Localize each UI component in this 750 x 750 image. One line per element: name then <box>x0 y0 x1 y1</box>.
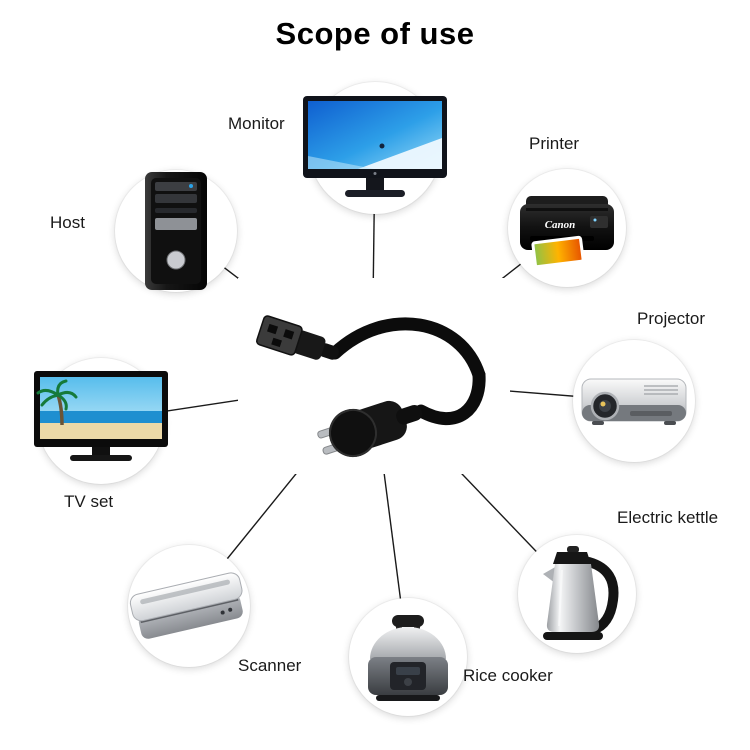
host-photo <box>115 170 237 292</box>
host-icon <box>145 172 207 290</box>
c13-connector-icon <box>256 315 339 360</box>
monitor-icon <box>303 96 447 197</box>
rice-cooker-photo <box>349 598 467 716</box>
page-title: Scope of use <box>275 16 475 51</box>
label-tv-set: TV set <box>64 492 114 511</box>
tv-set-photo <box>34 358 168 484</box>
label-rice-cooker: Rice cooker <box>463 666 553 685</box>
label-printer: Printer <box>529 134 580 153</box>
power-cable <box>328 317 486 382</box>
monitor-photo <box>303 82 447 214</box>
label-host: Host <box>50 213 85 232</box>
scanner-photo <box>128 545 250 667</box>
electric-kettle-icon <box>543 546 619 640</box>
host-logo <box>167 251 185 269</box>
tv-set-icon <box>34 371 168 461</box>
label-scanner: Scanner <box>238 656 302 675</box>
eu-plug-icon <box>317 400 423 457</box>
rice-cooker-icon <box>368 615 448 701</box>
power-cable <box>414 368 486 426</box>
printed-photo <box>531 235 585 269</box>
power-cord-icon <box>256 315 486 457</box>
projector-icon <box>581 378 687 425</box>
label-electric-kettle: Electric kettle <box>617 508 719 527</box>
scanner-icon <box>129 572 243 639</box>
projector-photo <box>573 340 695 462</box>
printer-icon: Canon <box>520 196 614 269</box>
label-monitor: Monitor <box>228 114 285 133</box>
printer-brand-text: Canon <box>545 219 576 231</box>
printer-photo: Canon <box>508 169 626 287</box>
electric-kettle-photo <box>518 535 636 653</box>
label-projector: Projector <box>637 309 706 328</box>
